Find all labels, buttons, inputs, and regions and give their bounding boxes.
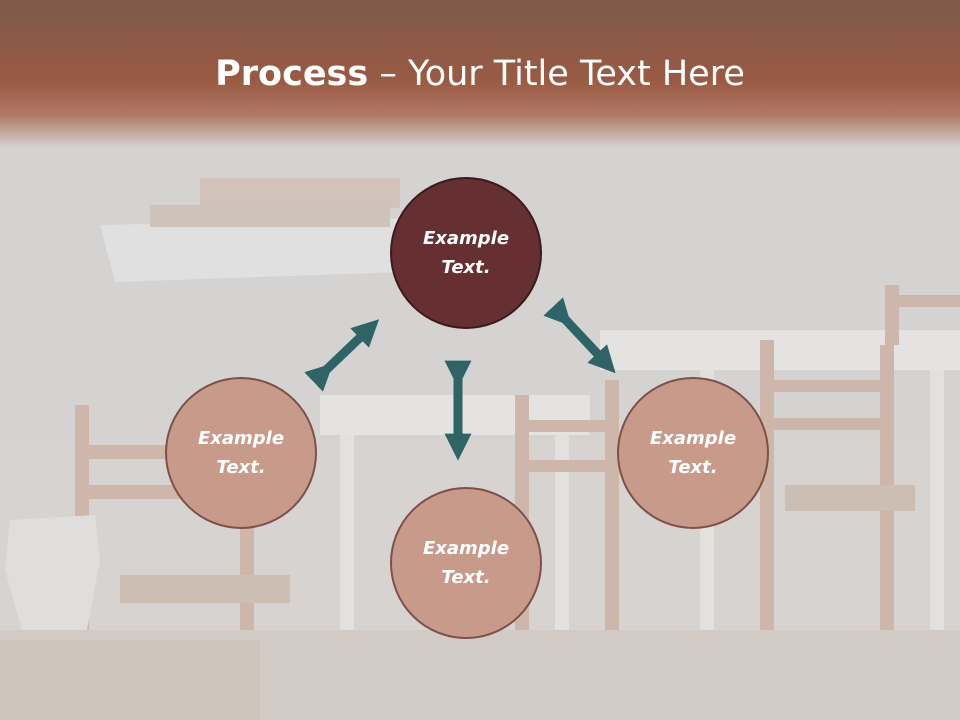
node-left: Example Text. xyxy=(165,377,317,529)
title-rest: – Your Title Text Here xyxy=(368,54,745,94)
node-top: Example Text. xyxy=(390,177,542,329)
node-right-label: Example Text. xyxy=(649,428,737,478)
node-top-label: Example Text. xyxy=(422,228,510,278)
node-right: Example Text. xyxy=(617,377,769,529)
title-band xyxy=(0,0,960,148)
arrow-top-left xyxy=(304,319,380,392)
arrow-top-right xyxy=(543,297,616,374)
node-bottom: Example Text. xyxy=(390,487,542,639)
slide-title: Process – Your Title Text Here xyxy=(0,52,960,96)
node-left-label: Example Text. xyxy=(197,428,285,478)
title-bold-part: Process xyxy=(215,54,369,94)
node-bottom-label: Example Text. xyxy=(422,538,510,588)
